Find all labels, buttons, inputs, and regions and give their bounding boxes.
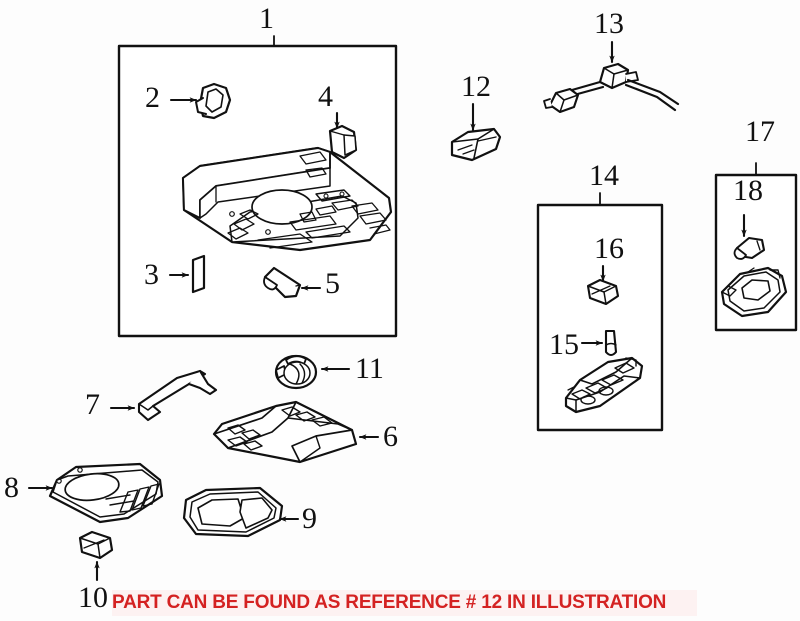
callout-16: 16 — [594, 232, 624, 265]
callout-12: 12 — [461, 70, 491, 103]
callout-1: 1 — [259, 2, 274, 35]
callout-13: 13 — [594, 7, 624, 40]
part-2-artwork — [195, 82, 232, 120]
callout-17: 17 — [745, 115, 775, 148]
reference-note-banner: PART CAN BE FOUND AS REFERENCE # 12 IN I… — [112, 590, 697, 616]
console-housing-artwork — [181, 146, 393, 252]
part-9-artwork — [182, 486, 284, 538]
callout-8: 8 — [4, 471, 19, 504]
part-6-artwork — [212, 400, 358, 464]
part-8-artwork — [48, 462, 164, 524]
reference-note-text: PART CAN BE FOUND AS REFERENCE # 12 IN I… — [112, 592, 667, 613]
callout-15: 15 — [549, 328, 579, 361]
callout-2: 2 — [145, 81, 160, 114]
part-18-artwork — [733, 236, 766, 260]
part-10-artwork — [78, 530, 114, 560]
part-11-artwork — [274, 354, 318, 390]
part-12-artwork — [450, 127, 502, 162]
callout-5: 5 — [325, 267, 340, 300]
callout-7: 7 — [85, 388, 100, 421]
part-16-artwork — [586, 278, 620, 306]
callout-9: 9 — [302, 502, 317, 535]
part-3-artwork — [191, 254, 206, 294]
leader-lines — [27, 40, 747, 582]
part-4-artwork — [328, 124, 358, 160]
callout-3: 3 — [144, 258, 159, 291]
callout-18: 18 — [733, 174, 763, 207]
part-5-artwork — [263, 266, 302, 299]
callout-11: 11 — [355, 352, 384, 385]
callout-10: 10 — [78, 581, 108, 614]
callout-4: 4 — [318, 80, 333, 113]
callout-14: 14 — [589, 159, 619, 192]
part-15-artwork — [604, 329, 618, 357]
dome-lamp-assembly-artwork — [564, 356, 644, 414]
part-13-artwork — [543, 62, 680, 114]
map-lamp-housing-artwork — [720, 266, 788, 318]
part-7-artwork — [137, 369, 218, 422]
callout-6: 6 — [383, 420, 398, 453]
